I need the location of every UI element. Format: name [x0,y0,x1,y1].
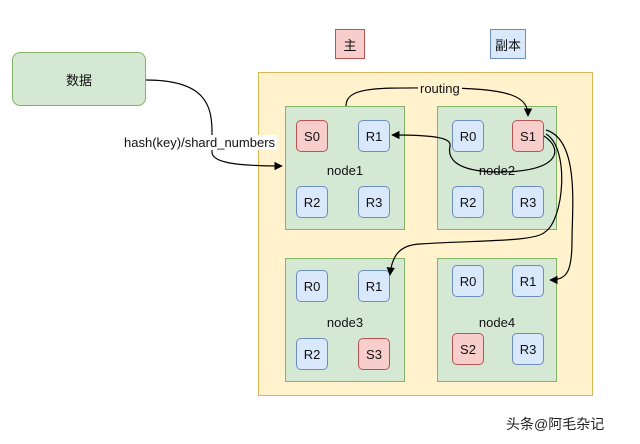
shard-node1-s0: S0 [296,120,328,152]
node-2: R0 S1 node2 R2 R3 [437,106,557,230]
shard-label: R2 [459,194,477,210]
data-source-box: 数据 [12,52,146,106]
legend-primary-label: 主 [343,37,357,53]
shard-node4-r0: R0 [452,265,484,297]
shard-node4-r1: R1 [512,265,544,297]
shard-node1-r1: R1 [358,120,390,152]
shard-node3-r0: R0 [296,270,328,302]
shard-label: R2 [303,346,321,362]
shard-label: R3 [519,194,537,210]
shard-node2-s1: S1 [512,120,544,152]
shard-label: R0 [303,278,321,294]
shard-node1-r3: R3 [358,186,390,218]
legend-primary: 主 [335,29,365,59]
shard-label: R0 [459,128,477,144]
legend-replica: 副本 [490,29,526,59]
shard-node4-s2: S2 [452,333,484,365]
watermark-text: 头条@阿毛杂记 [506,416,605,432]
node-4-label: node4 [478,315,516,330]
hash-label: hash(key)/shard_numbers [122,135,278,150]
shard-label: R3 [365,194,383,210]
node-1-label: node1 [326,163,364,178]
node-2-label: node2 [478,163,516,178]
shard-node1-r2: R2 [296,186,328,218]
shard-node2-r0: R0 [452,120,484,152]
routing-label: routing [418,81,462,96]
shard-label: R0 [459,273,477,289]
node-3-label: node3 [326,315,364,330]
shard-node4-r3: R3 [512,333,544,365]
shard-label: S3 [366,346,382,362]
shard-node3-s3: S3 [358,338,390,370]
node-4: R0 R1 node4 S2 R3 [437,258,557,382]
legend-replica-label: 副本 [494,37,521,53]
node-1: S0 R1 node1 R2 R3 [285,106,405,230]
shard-label: R1 [365,128,383,144]
shard-label: S0 [304,128,320,144]
data-source-label: 数据 [65,72,92,88]
shard-label: R1 [365,278,383,294]
shard-label: R3 [519,341,537,357]
shard-node3-r1: R1 [358,270,390,302]
shard-label: S2 [460,341,476,357]
shard-label: R1 [519,273,537,289]
shard-node2-r2: R2 [452,186,484,218]
shard-label: S1 [520,128,536,144]
node-3: R0 R1 node3 R2 S3 [285,258,405,382]
shard-node2-r3: R3 [512,186,544,218]
shard-label: R2 [303,194,321,210]
shard-node3-r2: R2 [296,338,328,370]
